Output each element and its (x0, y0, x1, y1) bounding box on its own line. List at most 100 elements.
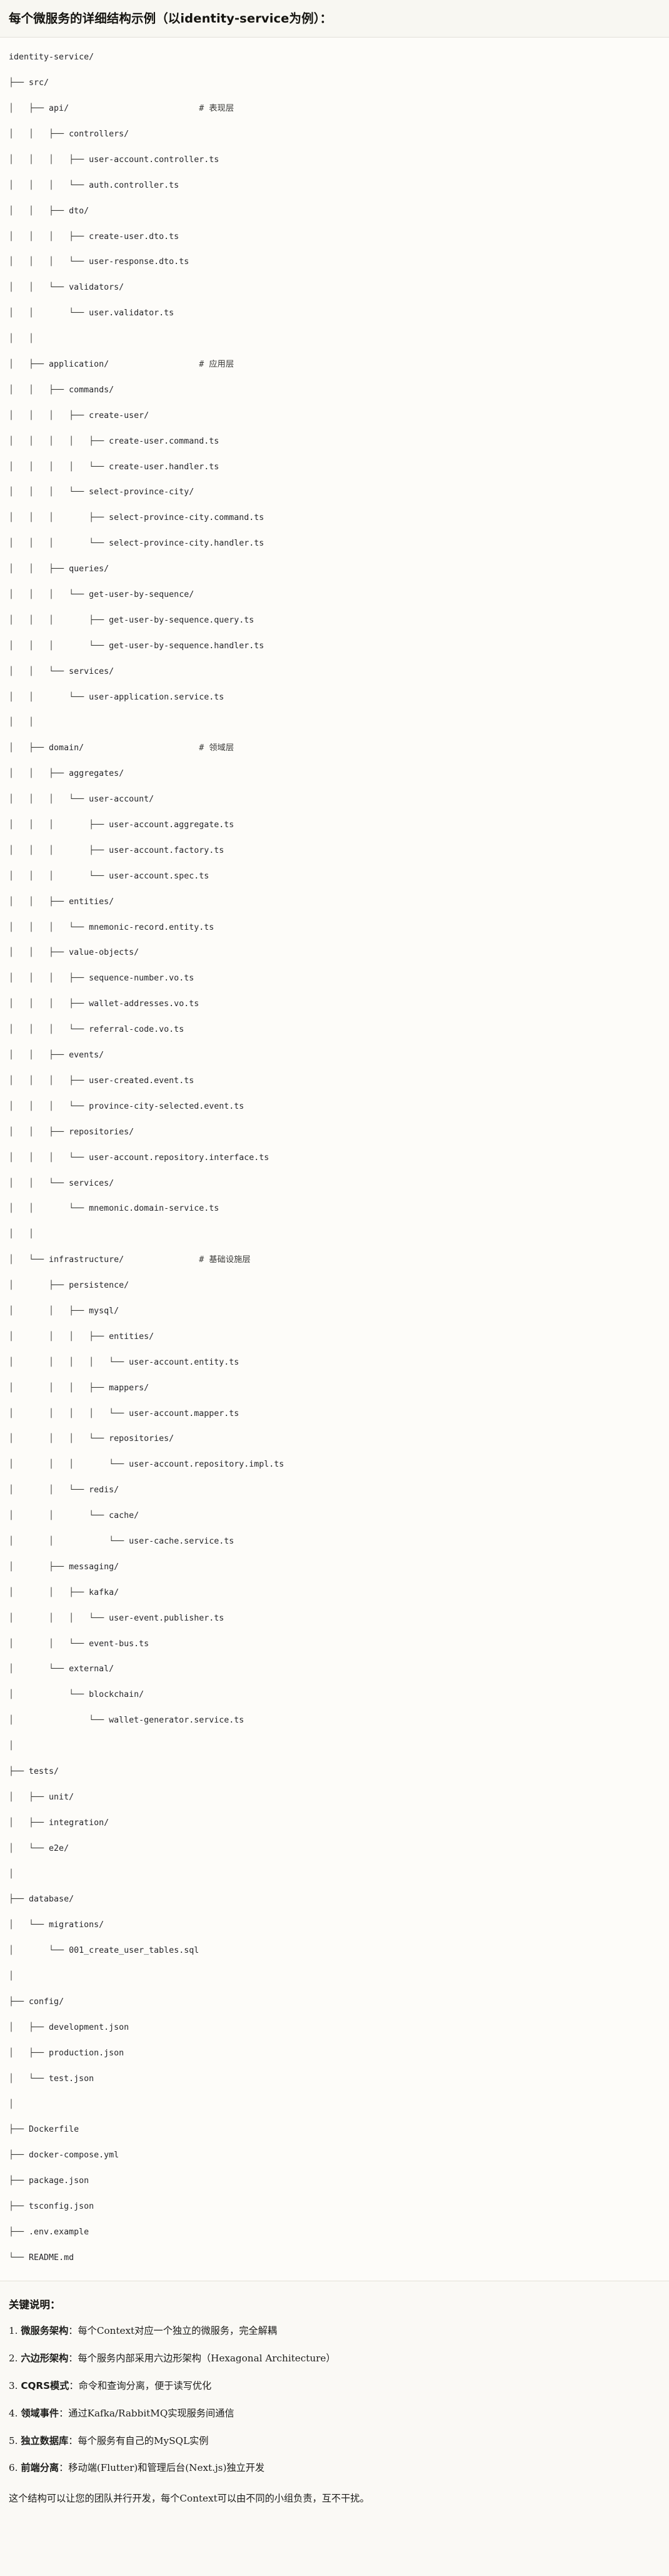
tree-row: │ (9, 1868, 660, 1881)
tree-row: │ │ ├── queries/ (9, 563, 660, 576)
tree-branch-glyph: │ │ │ ├── (9, 513, 109, 523)
tree-node-label: migrations/ (49, 1920, 104, 1930)
tree-node-label: e2e/ (49, 1843, 69, 1853)
tree-row: │ ├── production.json (9, 2047, 660, 2060)
tree-row: │ (9, 2099, 660, 2111)
tree-branch-glyph: │ │ │ │ └── (9, 462, 109, 472)
tree-node-label: database/ (29, 1895, 74, 1905)
tree-branch-glyph: │ └── (9, 1920, 49, 1930)
key-note-term: CQRS模式 (21, 2380, 69, 2391)
tree-node-label: get-user-by-sequence.query.ts (109, 615, 254, 625)
tree-row: │ │ │ └── mnemonic-record.entity.ts (9, 922, 660, 934)
key-note-item: 2. 六边形架构：每个服务内部采用六边形架构（Hexagonal Archite… (9, 2351, 660, 2366)
tree-node-label: dto/ (69, 206, 89, 216)
key-note-description: 通过Kafka/RabbitMQ实现服务间通信 (68, 2407, 234, 2419)
tree-row: │ │ │ ├── user-account.controller.ts (9, 154, 660, 166)
tree-row: │ ├── application/ # 应用层 (9, 359, 660, 371)
tree-row: │ │ ├── mysql/ (9, 1305, 660, 1318)
tree-node-label: validators/ (69, 283, 124, 293)
tree-node-label: repositories/ (109, 1434, 174, 1444)
tree-node-label: external/ (69, 1664, 114, 1674)
tree-branch-glyph: │ │ ├── (9, 129, 69, 139)
tree-row: │ │ │ └── user-account/ (9, 793, 660, 806)
tree-branch-glyph: │ ├── (9, 360, 49, 369)
tree-row: │ └── wallet-generator.service.ts (9, 1714, 660, 1727)
tree-node-label: get-user-by-sequence/ (89, 590, 194, 600)
tree-node-label: development.json (49, 2022, 129, 2032)
tree-row: │ │ │ └── select-province-city.handler.t… (9, 537, 660, 550)
tree-branch-glyph: │ │ │ ├── (9, 974, 89, 984)
tree-node-label: province-city-selected.event.ts (89, 1101, 244, 1111)
tree-branch-glyph: │ └── (9, 2074, 49, 2084)
tree-node-label: user-cache.service.ts (129, 1536, 234, 1546)
tree-node-label: mappers/ (109, 1383, 149, 1393)
tree-row: ├── docker-compose.yml (9, 2149, 660, 2162)
tree-row: identity-service/ (9, 51, 660, 64)
tree-row: │ │ │ └── get-user-by-sequence.handler.t… (9, 640, 660, 653)
tree-node-label: user-account.factory.ts (109, 845, 224, 855)
tree-row: │ │ ├── value-objects/ (9, 947, 660, 959)
tree-branch-glyph: │ │ │ ├── (9, 232, 89, 242)
key-note-item: 3. CQRS模式：命令和查询分离，便于读写优化 (9, 2379, 660, 2393)
tree-branch-glyph: │ │ │ ├── (9, 1383, 109, 1393)
tree-branch-glyph: │ └── (9, 1716, 109, 1726)
tree-branch-glyph: │ ├── (9, 1562, 69, 1572)
tree-branch-glyph: │ │ └── (9, 692, 89, 702)
closing-statement: 这个结构可以让您的团队并行开发，每个Context可以由不同的小组负责，互不干扰… (9, 2493, 370, 2505)
tree-branch-glyph: │ │ └── (9, 1204, 89, 1214)
tree-row: │ │ (9, 1228, 660, 1241)
tree-comment-spacer (109, 360, 199, 369)
tree-node-label: test.json (49, 2074, 94, 2084)
tree-row: │ │ │ └── get-user-by-sequence/ (9, 589, 660, 601)
tree-node-label: user-account.controller.ts (89, 155, 219, 165)
tree-branch-glyph: │ │ │ ├── (9, 410, 89, 420)
tree-node-label: production.json (49, 2048, 124, 2058)
tree-branch-glyph: │ │ └── (9, 308, 89, 318)
tree-row: │ │ │ ├── entities/ (9, 1331, 660, 1343)
tree-row: │ │ │ ├── user-created.event.ts (9, 1075, 660, 1087)
tree-node-label: .env.example (29, 2227, 89, 2237)
tree-row: │ │ │ └── referral-code.vo.ts (9, 1024, 660, 1036)
tree-branch-glyph: │ │ (9, 718, 34, 728)
tree-branch-glyph: │ └── (9, 1946, 69, 1956)
key-note-colon: ： (59, 2407, 69, 2419)
tree-comment-spacer (124, 1255, 199, 1265)
tree-row: │ ├── development.json (9, 2022, 660, 2034)
tree-row: │ │ ├── commands/ (9, 384, 660, 397)
tree-branch-glyph: │ │ ├── (9, 1587, 89, 1597)
tree-branch-glyph: ├── (9, 2227, 29, 2237)
tree-node-label: src/ (29, 78, 49, 88)
tree-node-label: config/ (29, 1997, 64, 2007)
tree-node-label: Dockerfile (29, 2125, 79, 2135)
tree-row: │ │ └── services/ (9, 1178, 660, 1190)
tree-row: │ │ │ └── user-response.dto.ts (9, 256, 660, 268)
tree-row: │ │ └── services/ (9, 666, 660, 678)
tree-branch-glyph: └── (9, 2253, 29, 2263)
tree-branch-glyph: │ │ │ └── (9, 1434, 109, 1444)
tree-row: │ │ └── user.validator.ts (9, 307, 660, 320)
key-note-colon: ： (59, 2462, 69, 2474)
tree-branch-glyph: │ │ ├── (9, 385, 69, 395)
tree-node-label: wallet-generator.service.ts (109, 1716, 244, 1726)
tree-layer-comment: # 基础设施层 (199, 1255, 251, 1265)
directory-tree-block: identity-service/ ├── src/ │ ├── api/ # … (0, 38, 669, 2282)
tree-row: │ └── test.json (9, 2073, 660, 2085)
tree-row: │ │ │ └── user-account.repository.impl.t… (9, 1459, 660, 1471)
tree-branch-glyph: │ │ │ ├── (9, 999, 89, 1009)
tree-node-label: user-application.service.ts (89, 692, 224, 702)
tree-row: │ ├── persistence/ (9, 1280, 660, 1292)
tree-branch-glyph: │ │ │ └── (9, 1025, 89, 1035)
tree-node-label: commands/ (69, 385, 114, 395)
tree-row: │ │ │ │ └── user-account.mapper.ts (9, 1408, 660, 1420)
tree-branch-glyph: │ │ │ └── (9, 1101, 89, 1111)
tree-branch-glyph: ├── (9, 2176, 29, 2186)
tree-node-label: user-account.spec.ts (109, 871, 209, 881)
tree-branch-glyph: │ │ └── (9, 1485, 89, 1495)
page-title: 每个微服务的详细结构示例（以identity-service为例）： (9, 11, 333, 26)
tree-row: │ │ │ └── select-province-city/ (9, 486, 660, 499)
key-note-colon: ： (68, 2353, 78, 2365)
tree-row: │ │ │ │ ├── create-user.command.ts (9, 435, 660, 448)
tree-node-label: queries/ (69, 564, 109, 574)
tree-branch-glyph: │ ├── (9, 1792, 49, 1802)
